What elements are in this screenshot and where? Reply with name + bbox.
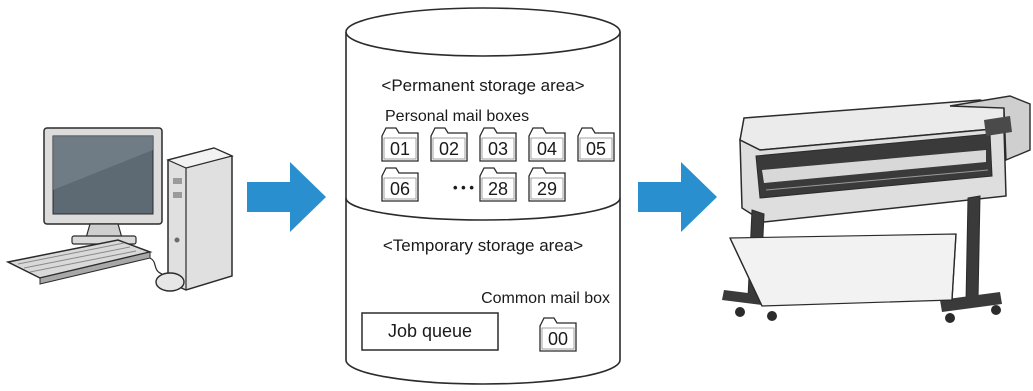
mail-box-folder: 04 bbox=[528, 127, 566, 162]
mail-box-number: 03 bbox=[488, 139, 508, 159]
job-queue-label: Job queue bbox=[388, 321, 472, 341]
mail-box-number: 29 bbox=[537, 179, 557, 199]
personal-mail-box-row-2: 06 28 29 bbox=[381, 167, 566, 202]
personal-mail-box-row-1: 01 02 03 04 05 bbox=[381, 127, 615, 162]
common-mail-box-folder: 00 bbox=[539, 317, 577, 352]
folder-icon bbox=[528, 127, 566, 162]
folder-icon bbox=[528, 167, 566, 202]
large-format-printer-icon bbox=[722, 95, 1031, 323]
personal-mail-boxes-label: Personal mail boxes bbox=[385, 108, 529, 125]
mail-box-folder: 02 bbox=[430, 127, 468, 162]
folder-icon bbox=[381, 127, 419, 162]
mail-box-number: 04 bbox=[537, 139, 557, 159]
folder-icon bbox=[539, 317, 577, 352]
mail-box-folder: 06 bbox=[381, 167, 419, 202]
mail-box-folder: 00 bbox=[539, 317, 577, 352]
mail-box-folder: 28 bbox=[479, 167, 517, 202]
mail-box-folder: 29 bbox=[528, 167, 566, 202]
mail-box-number: 28 bbox=[488, 179, 508, 199]
right-arrow-icon bbox=[247, 162, 326, 232]
mail-box-folder: 03 bbox=[479, 127, 517, 162]
desktop-computer-icon bbox=[5, 127, 234, 292]
ellipsis: • • • bbox=[453, 180, 474, 195]
mail-box-number: 02 bbox=[439, 139, 459, 159]
common-mail-box-label: Common mail box bbox=[481, 290, 610, 307]
mail-box-number: 05 bbox=[586, 139, 606, 159]
folder-icon bbox=[479, 127, 517, 162]
mail-box-number: 06 bbox=[390, 179, 410, 199]
temporary-storage-title: <Temporary storage area> bbox=[383, 236, 583, 255]
folder-icon bbox=[577, 127, 615, 162]
job-queue-box bbox=[361, 312, 499, 351]
permanent-storage-title: <Permanent storage area> bbox=[381, 76, 584, 95]
right-arrow-icon bbox=[638, 162, 717, 232]
mail-box-number: 00 bbox=[548, 329, 568, 349]
folder-icon bbox=[430, 127, 468, 162]
mail-box-folder: 05 bbox=[577, 127, 615, 162]
folder-icon bbox=[381, 167, 419, 202]
mail-box-folder: 01 bbox=[381, 127, 419, 162]
mail-box-number: 01 bbox=[390, 139, 410, 159]
folder-icon bbox=[479, 167, 517, 202]
storage-cylinder: <Permanent storage area> Personal mail b… bbox=[345, 7, 621, 385]
